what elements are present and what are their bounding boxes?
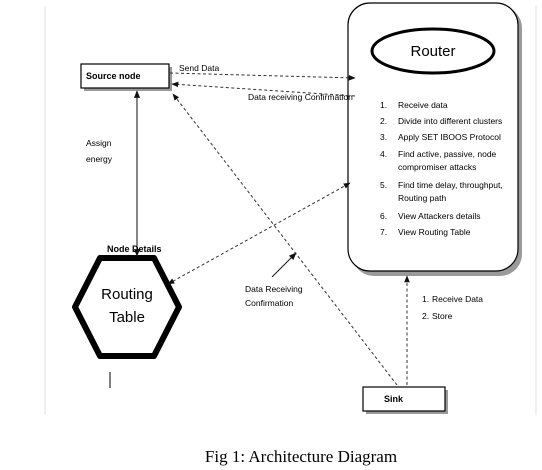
- routing-table-label-line1: Routing: [101, 286, 153, 303]
- assign-energy-label-line1: Assign: [86, 138, 112, 148]
- router-step-text: Receive data: [398, 100, 448, 110]
- routing-table-node: Routing Table: [72, 255, 182, 359]
- router-step-num: 2.: [380, 116, 387, 126]
- router-step-text: Find active, passive, node: [398, 149, 497, 159]
- sink-step-text: Receive Data: [432, 294, 483, 304]
- sink-step-num: 1.: [422, 294, 429, 304]
- router-step-text: Routing path: [398, 193, 446, 203]
- assign-energy-label-line2: energy: [86, 154, 113, 164]
- router-step-num: 6.: [380, 211, 387, 221]
- router-step-text: compromiser attacks: [398, 162, 476, 172]
- data-receiving-confirmation-label: Data receiving Confirmation: [248, 92, 353, 102]
- router-node: Router: [347, 2, 522, 276]
- source-node-label: Source node: [86, 71, 141, 81]
- router-title-ellipse: [370, 27, 496, 75]
- router-step-num: 7.: [380, 227, 387, 237]
- router-title: Router: [410, 43, 455, 60]
- router-step-num: 5.: [380, 180, 387, 190]
- router-step-text: Find time delay, throughput,: [398, 180, 503, 190]
- sink-step-num: 2.: [422, 311, 429, 321]
- data-receiving-confirmation-label-2-line1: Data Receiving: [245, 284, 303, 294]
- sink-node-label: Sink: [384, 394, 404, 404]
- router-step-text: Divide into different clusters: [398, 116, 502, 126]
- router-step-text: View Attackers details: [398, 211, 481, 221]
- send-data-label: Send Data: [179, 63, 219, 73]
- figure-caption: Fig 1: Architecture Diagram: [205, 447, 397, 466]
- sink-steps-list: 1. Receive Data 2. Store: [422, 294, 483, 321]
- routing-table-router-arrow: [167, 182, 351, 285]
- router-step-text: Apply SET IBOOS Protocol: [398, 132, 501, 142]
- router-step-text: View Routing Table: [398, 227, 471, 237]
- data-receiving-confirmation-pointer: [271, 252, 297, 278]
- router-step-num: 1.: [380, 100, 387, 110]
- send-data-arrow: [169, 72, 356, 81]
- sink-node: Sink: [362, 386, 448, 414]
- routing-table-label-line2: Table: [109, 309, 145, 326]
- router-step-num: 4.: [380, 149, 387, 159]
- router-step-num: 3.: [380, 132, 387, 142]
- data-receiving-confirmation-label-2-line2: Confirmation: [245, 298, 293, 308]
- sink-step-text: Store: [432, 311, 453, 321]
- node-details-label: Node Details: [107, 244, 162, 254]
- router-steps-list: 1. Receive data 2. Divide into different…: [380, 100, 503, 237]
- source-node: Source node: [80, 63, 172, 91]
